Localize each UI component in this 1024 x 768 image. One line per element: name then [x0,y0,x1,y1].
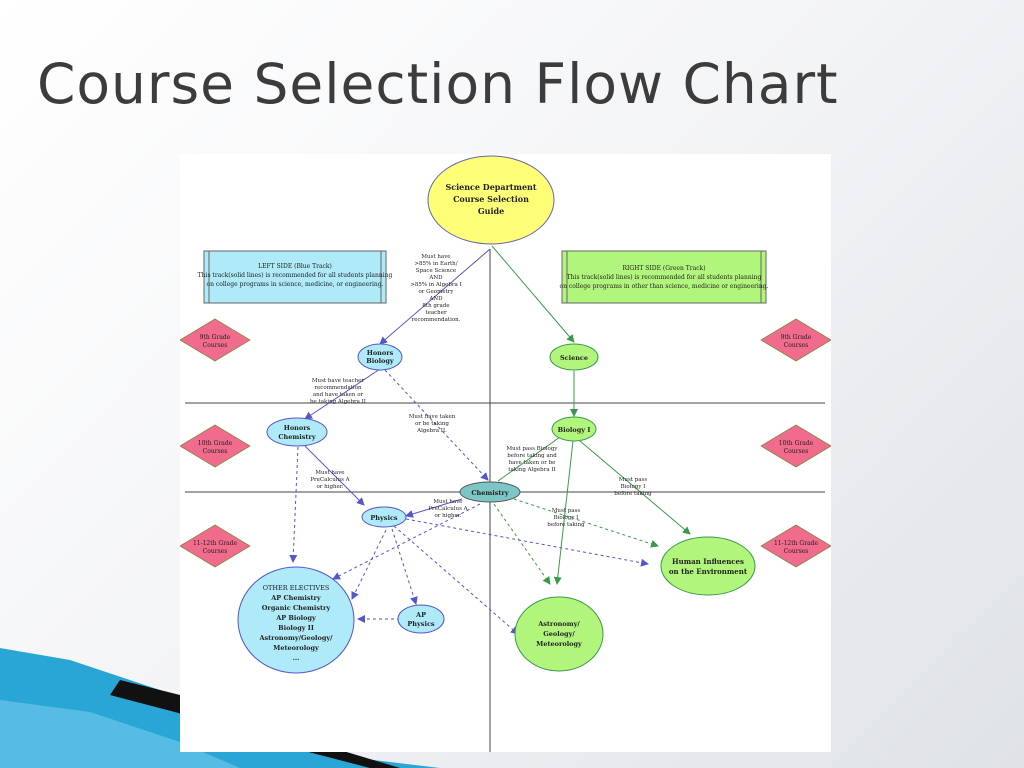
left-track-box: LEFT SIDE (Blue Track)This track(solid l… [198,250,393,304]
svg-text:LEFT SIDE (Blue Track)This tra: LEFT SIDE (Blue Track)This track(solid l… [198,263,393,288]
edge-physics-electives [351,529,387,600]
edge-honors-chemistry-electives [289,446,299,563]
edge-chemistry-human-influences [513,498,659,548]
node-astronomy: Astronomy/Geology/Meteorology [514,596,604,672]
svg-text:RIGHT SIDE (Green Track)This t: RIGHT SIDE (Green Track)This track(solid… [560,265,769,290]
node-biology-1: Biology I [551,416,597,442]
edge-biology-chemistry [497,436,561,482]
node-science: Science [549,343,599,371]
edge-honors-biology-chemistry [384,369,489,481]
edge-root-science [491,245,575,343]
edge-biology-astronomy [553,440,574,585]
node-chemistry: Chemistry [459,481,521,503]
edge-honors-biology-honors-chemistry [304,368,381,420]
node-physics: Physics [361,506,407,528]
svg-text:Biology I: Biology I [558,426,591,434]
slide-title: Course Selection Flow Chart [37,52,839,116]
edge-biology-human-influences [579,440,691,535]
svg-text:Physics: Physics [370,514,397,522]
edge-root-honors-biology [379,248,491,345]
svg-text:OTHER ELECTIVES: OTHER ELECTIVES [263,584,330,592]
svg-text:Chemistry: Chemistry [471,489,508,497]
edge-physics-human-influences [405,518,649,567]
edge-physics-ap-physics [391,528,418,605]
right-track-box: RIGHT SIDE (Green Track)This track(solid… [560,250,769,304]
edge-chemistry-physics [405,498,463,518]
svg-text:Astronomy/Geology/Meteorology: Astronomy/Geology/Meteorology [536,620,582,648]
svg-text:Science: Science [560,354,588,362]
edge-honors-chemistry-physics [304,445,365,506]
edge-chemistry-astronomy [493,503,551,585]
